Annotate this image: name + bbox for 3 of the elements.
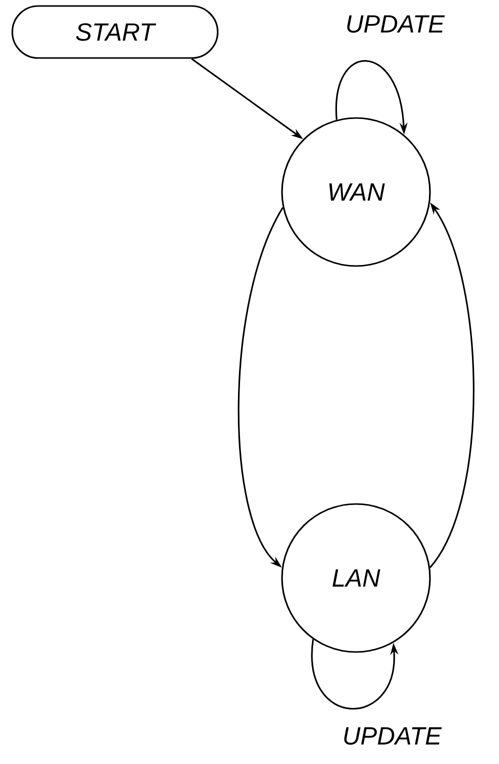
edge-label: UPDATE xyxy=(343,13,447,35)
start-terminal: START xyxy=(12,5,218,59)
edge-label: UPDATE xyxy=(340,725,444,747)
